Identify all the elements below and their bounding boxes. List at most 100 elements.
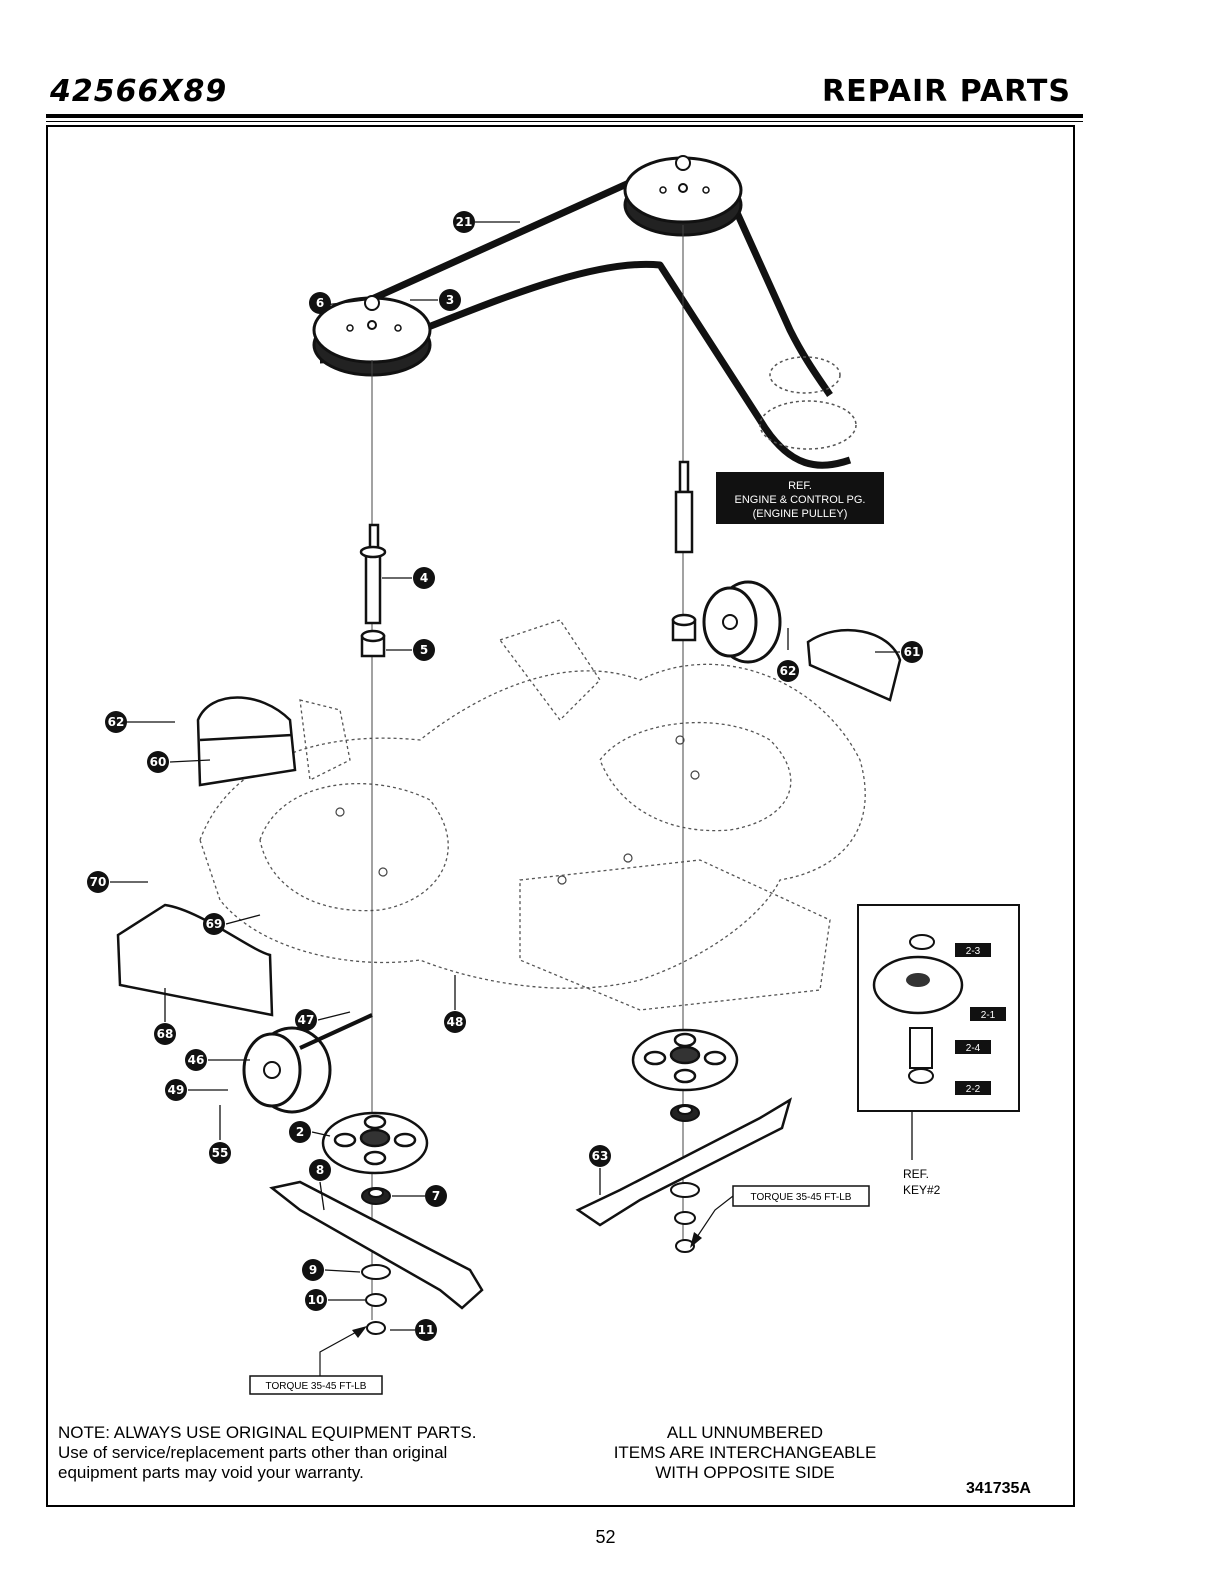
torque-label-right: TORQUE 35-45 FT-LB [751,1192,852,1203]
svg-text:2-2: 2-2 [966,1084,981,1095]
right-spindle [671,460,697,642]
svg-text:62: 62 [780,664,797,678]
note-interchangeable: ALL UNNUMBERED ITEMS ARE INTERCHANGEABLE… [560,1423,930,1483]
svg-text:2-1: 2-1 [981,1010,996,1021]
svg-text:21: 21 [456,215,473,229]
left-blade-adapter [321,1111,429,1175]
deck-screws [335,735,700,885]
callouts: 21 6 3 4 5 62 61 62 60 70 69 68 47 48 46… [87,211,923,1341]
right-hardware [670,1104,700,1253]
svg-text:62: 62 [108,715,125,729]
callout-63: 63 [589,1145,611,1167]
note-center-line1: ALL UNNUMBERED [666,1423,824,1442]
right-baffle-61 [806,628,902,702]
svg-text:60: 60 [150,755,167,769]
right-blade [575,1097,793,1227]
callout-69: 69 [203,913,225,935]
mower-deck [199,619,866,1011]
left-shield-68 [116,903,274,1017]
svg-text:61: 61 [904,645,921,659]
callout-9: 9 [302,1259,324,1281]
callout-11: 11 [415,1319,437,1341]
ref-engine-line3: (ENGINE PULLEY) [753,508,848,520]
torque-box-left: TORQUE 35-45 FT-LB [249,1326,383,1395]
svg-text:6: 6 [316,296,324,310]
callout-8: 8 [309,1159,331,1181]
callout-48: 48 [444,1011,466,1033]
inset-label-2-1: 2-1 [970,1007,1006,1021]
callout-60: 60 [147,751,169,773]
svg-text:46: 46 [188,1053,205,1067]
callout-68: 68 [154,1023,176,1045]
note-left-line2: Use of service/replacement parts other t… [58,1443,448,1462]
svg-text:70: 70 [90,875,107,889]
svg-text:10: 10 [308,1293,325,1307]
note-left-line3: equipment parts may void your warranty. [58,1463,364,1482]
svg-text:2: 2 [296,1125,304,1139]
callout-6: 6 [309,292,331,314]
svg-text:7: 7 [432,1189,440,1203]
header-rule-thin [46,121,1083,122]
page-number: 52 [595,1527,616,1547]
callout-62-right: 62 [777,660,799,682]
note-center-line3: WITH OPPOSITE SIDE [655,1463,835,1482]
right-blade-adapter [631,1028,739,1092]
callout-70: 70 [87,871,109,893]
right-gauge-wheel [702,580,782,664]
torque-label-left: TORQUE 35-45 FT-LB [266,1381,367,1392]
svg-text:63: 63 [592,1149,609,1163]
callout-46: 46 [185,1049,207,1071]
model-number: 42566X89 [50,74,228,109]
callout-55: 55 [209,1142,231,1164]
left-baffle-60 [196,696,297,787]
callout-5: 5 [413,639,435,661]
inset-ref-line2: KEY#2 [903,1183,941,1197]
inset-label-2-2: 2-2 [955,1081,991,1095]
page-title: REPAIR PARTS [821,74,1071,109]
leader-lines [110,221,900,1331]
note-left-line1: NOTE: ALWAYS USE ORIGINAL EQUIPMENT PART… [58,1423,477,1442]
svg-text:5: 5 [420,643,428,657]
svg-text:68: 68 [157,1027,174,1041]
callout-10: 10 [305,1289,327,1311]
ref-engine-line2: ENGINE & CONTROL PG. [734,494,865,506]
inset-key2: 2-3 2-1 2-4 2-2 REF. KEY#2 [857,904,1020,1197]
inset-ref-line1: REF. [903,1167,929,1181]
callout-21: 21 [453,211,475,233]
header-rule [46,114,1083,118]
svg-text:8: 8 [316,1163,324,1177]
svg-text:48: 48 [447,1015,464,1029]
torque-box-right: TORQUE 35-45 FT-LB [690,1185,870,1248]
note-original-parts: NOTE: ALWAYS USE ORIGINAL EQUIPMENT PART… [58,1423,578,1483]
callout-2: 2 [289,1121,311,1143]
svg-text:2-4: 2-4 [966,1043,981,1054]
svg-text:47: 47 [298,1013,315,1027]
callout-47: 47 [295,1009,317,1031]
svg-text:69: 69 [206,917,223,931]
svg-text:55: 55 [212,1146,229,1160]
callout-49: 49 [165,1079,187,1101]
drawing-number: 341735A [966,1480,1031,1497]
engine-pulley [759,356,857,450]
svg-text:9: 9 [309,1263,317,1277]
callout-4: 4 [413,567,435,589]
svg-text:11: 11 [418,1323,435,1337]
svg-text:3: 3 [446,293,454,307]
svg-text:2-3: 2-3 [966,946,981,957]
callout-61: 61 [901,641,923,663]
callout-7: 7 [425,1185,447,1207]
left-hardware [361,1187,391,1335]
svg-text:49: 49 [168,1083,185,1097]
left-pulley [312,295,432,377]
ref-engine-line1: REF. [788,480,812,492]
ref-engine-box: REF. ENGINE & CONTROL PG. (ENGINE PULLEY… [716,472,884,524]
callout-3: 3 [439,289,461,311]
note-center-line2: ITEMS ARE INTERCHANGEABLE [613,1443,877,1462]
callout-62-left: 62 [105,711,127,733]
left-gauge-wheel [242,1013,373,1114]
inset-label-2-4: 2-4 [955,1040,991,1054]
inset-label-2-3: 2-3 [955,943,991,957]
center-pulley [623,155,743,237]
diagram-frame [46,125,1075,1507]
